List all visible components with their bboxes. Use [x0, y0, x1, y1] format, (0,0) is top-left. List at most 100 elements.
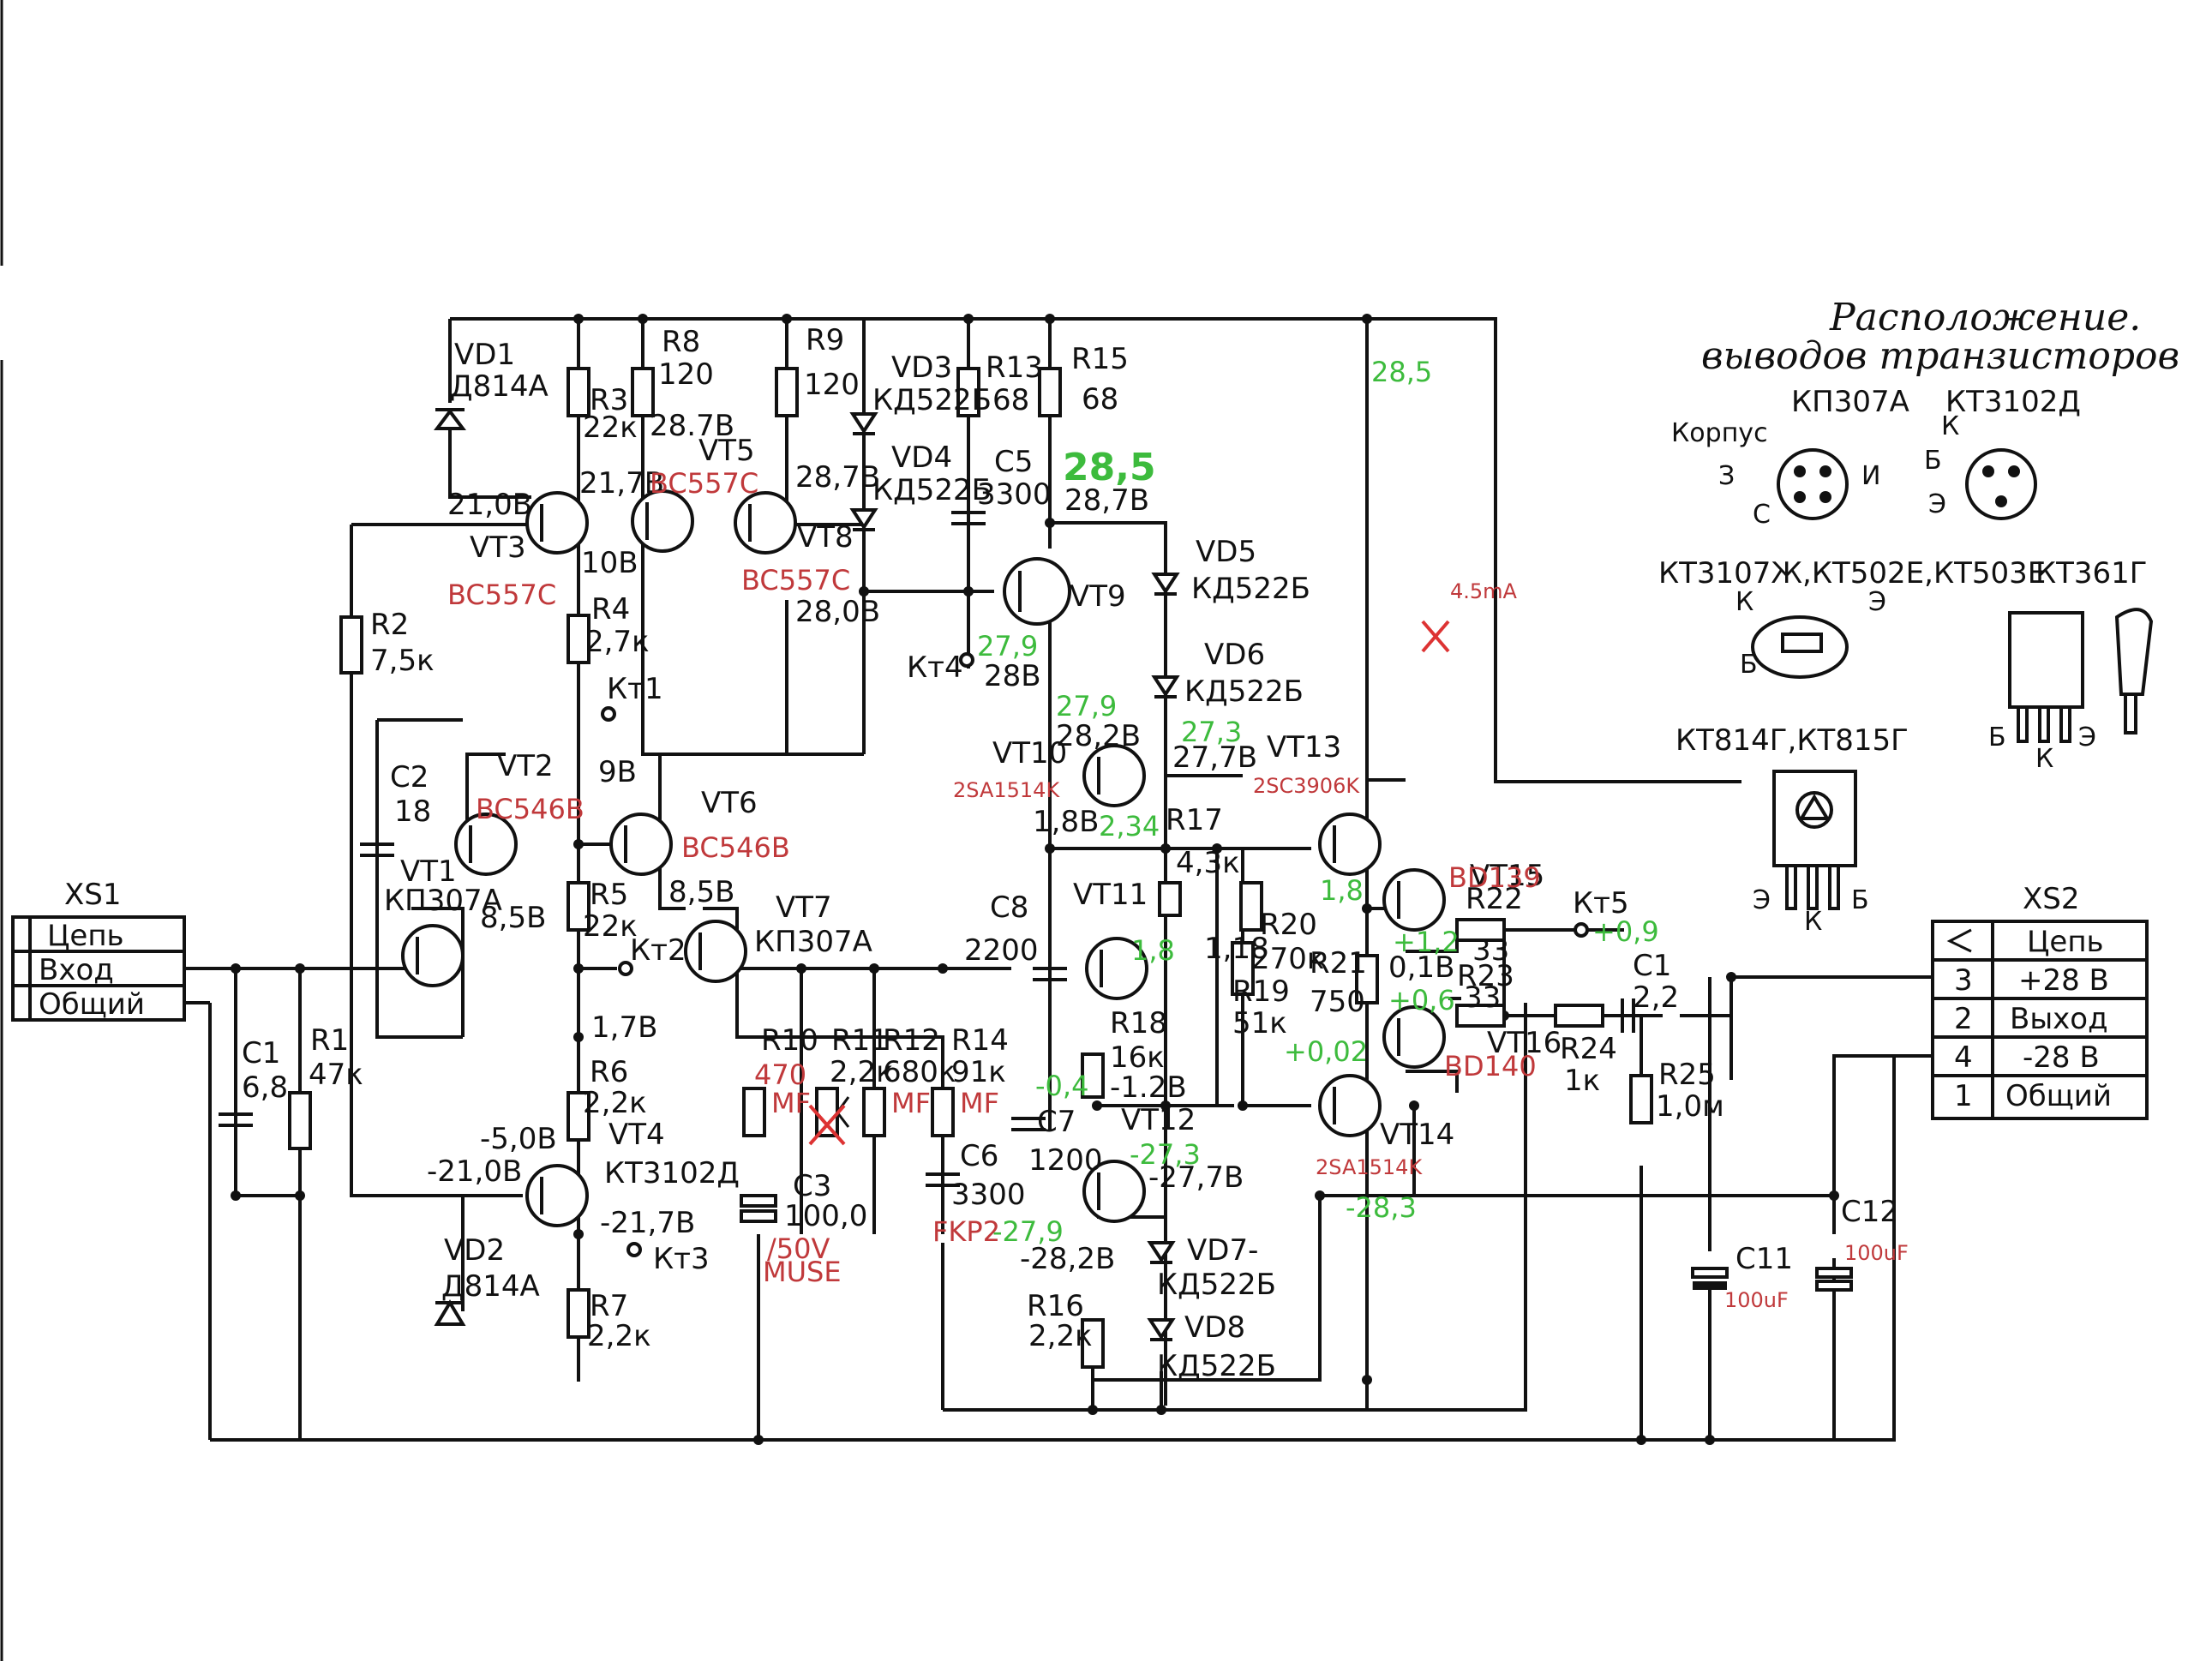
label-vt5: VT5 [698, 434, 755, 468]
label-c1rv: 2,2 [1633, 980, 1679, 1015]
label-r13v: 68 [992, 383, 1029, 417]
label-v287b: 28,7В [795, 460, 880, 495]
label-rmf3: MF [960, 1087, 999, 1119]
label-r11v: 2,2к [830, 1055, 894, 1089]
label-vd5v: КД522Б [1191, 572, 1310, 606]
label-rvt3: BC557C [447, 579, 556, 611]
label-v210: 21,0В [447, 488, 532, 522]
label-vt15: VT15 [1470, 859, 1544, 893]
legend-kt3107-b: Б [1740, 650, 1758, 680]
label-g283n: -28,3 [1346, 1191, 1417, 1224]
label-c1: C1 [242, 1036, 280, 1070]
label-vd2: VD2 [444, 1233, 505, 1268]
label-c7: C7 [1037, 1105, 1076, 1139]
label-g18a: 1,8 [1320, 874, 1364, 907]
label-g285a: 28,5 [1371, 356, 1432, 388]
label-v282: 28,2В [1056, 719, 1141, 753]
label-r470: 470 [754, 1058, 806, 1091]
label-r12v: 680к [883, 1055, 956, 1089]
label-r24v: 1к [1564, 1064, 1600, 1098]
label-vt10: VT10 [992, 736, 1067, 771]
xs1-row-2: Общий [39, 987, 145, 1022]
resistor-r12 [862, 1087, 886, 1137]
label-r100uf2: 100uF [1844, 1241, 1909, 1265]
label-rvt14: 2SA1514K [1316, 1155, 1423, 1179]
resistor-r25 [1629, 1074, 1653, 1124]
label-r24: R24 [1560, 1032, 1617, 1066]
pinout-legend: Расположение. выводов транзисторов КП307… [1658, 296, 2179, 937]
label-r20: R20 [1260, 908, 1317, 942]
label-vd5: VD5 [1196, 535, 1256, 569]
xs2-header: Цепь [2027, 925, 2104, 959]
xs2-row-1-label: Выход [2010, 1002, 2108, 1036]
label-v280: 28,0В [795, 595, 880, 629]
label-v85a: 8,5В [480, 901, 546, 935]
label-vd8v: КД522Б [1157, 1349, 1276, 1383]
diodes [434, 408, 1180, 1341]
resistor-r1 [288, 1091, 312, 1150]
label-c1v: 6,8 [242, 1070, 288, 1105]
xs2-row-0-num: 3 [1954, 963, 1973, 998]
label-kt4: Кт4 [907, 651, 963, 685]
label-c5: C5 [994, 445, 1033, 479]
label-r19v: 51к [1232, 1006, 1287, 1040]
legend-title-2: выводов транзисторов [1701, 334, 2179, 378]
legend-pin-z: З [1718, 461, 1735, 491]
label-v277n: -27,7В [1148, 1160, 1244, 1195]
xs2-row-1-num: 2 [1954, 1002, 1973, 1036]
label-g002: +0,02 [1284, 1035, 1368, 1068]
label-r20v: 270к [1251, 942, 1324, 976]
circuit-wires [184, 317, 2001, 1442]
legend-kt3107-e: Э [1868, 587, 1886, 617]
label-v287a: 28.7В [650, 409, 734, 443]
label-r5v: 22к [583, 909, 638, 944]
label-vd6v: КД522Б [1184, 675, 1304, 709]
label-r9v: 120 [804, 368, 860, 402]
label-r25v: 1,0м [1656, 1089, 1724, 1124]
legend-kt814-b: Б [1851, 885, 1869, 915]
label-v282n: -28,2В [1020, 1242, 1115, 1276]
transistor-vt13 [1318, 813, 1382, 876]
resistor-r9 [775, 367, 799, 417]
label-r45: 4.5mA [1450, 579, 1518, 603]
label-g18b: 1,8 [1131, 934, 1175, 967]
legend-kt814-e: Э [1753, 885, 1771, 915]
label-c2v: 18 [394, 795, 431, 829]
legend-kt814-k: К [1804, 907, 1822, 937]
label-r4v: 2,7к [585, 625, 650, 659]
transistor-vt7 [684, 920, 747, 983]
legend-korpus: Корпус [1671, 418, 1768, 448]
label-r6: R6 [590, 1055, 628, 1089]
legend-kt361-b: Б [1988, 723, 2006, 753]
label-v9: 9В [598, 755, 637, 789]
resistor-r23 [1455, 1004, 1506, 1028]
label-g285b: 28,5 [1063, 446, 1156, 489]
label-r11: R11 [831, 1023, 889, 1058]
legend-kt361-k: К [2035, 744, 2053, 774]
label-v277: 27,7В [1172, 741, 1257, 775]
label-r100uf1: 100uF [1724, 1288, 1789, 1312]
transistor-vt10 [1082, 744, 1146, 807]
label-rmuse: MUSE [763, 1256, 842, 1288]
label-r17: R17 [1166, 803, 1223, 837]
junction-dots [231, 314, 1839, 1445]
resistor-r6 [566, 1091, 590, 1142]
label-c6: C6 [960, 1139, 998, 1173]
label-r25: R25 [1658, 1058, 1716, 1092]
label-rfkp2: FKP2 [932, 1215, 1000, 1248]
label-r4: R4 [591, 592, 630, 627]
label-v210n: -21,0В [427, 1154, 522, 1189]
label-vt8: VT8 [797, 520, 854, 555]
label-rmf1: MF [771, 1087, 811, 1119]
label-c11: C11 [1735, 1242, 1793, 1276]
label-r16v: 2,2к [1028, 1319, 1093, 1353]
label-v217n: -21,7В [600, 1206, 695, 1240]
transistor-vt4 [525, 1164, 589, 1227]
legend-kt3102-k: К [1941, 411, 1959, 441]
label-vt16: VT16 [1487, 1026, 1562, 1060]
label-r14: R14 [951, 1023, 1009, 1058]
potentiometer-r11 [808, 1087, 850, 1146]
label-v217: 21,7В [579, 466, 664, 501]
label-r9: R9 [806, 323, 844, 357]
